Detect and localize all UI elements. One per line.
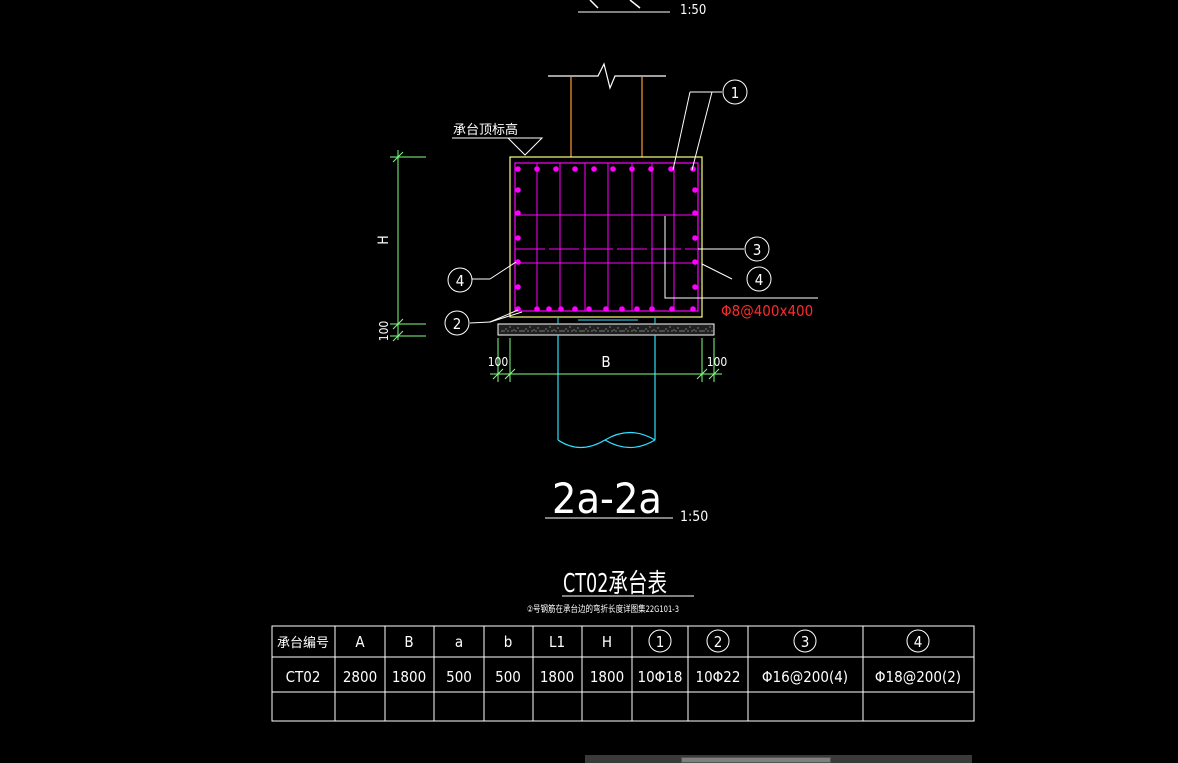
table-header-circle-4 [906,629,930,653]
table-cell: 1800 [590,668,624,686]
table-cell: Φ16@200(4) [762,668,848,686]
callout-3: 3 [744,236,770,262]
callout-2: 2 [444,310,470,336]
table-header-cell: B [404,633,413,651]
table-header-cell: L1 [549,633,565,651]
leader-lines [469,91,818,324]
svg-text:1: 1 [731,84,740,102]
pile-cap-outline [509,156,703,318]
table-title-text: CT02承台表 [563,569,667,599]
table-cell: 1800 [540,668,574,686]
svg-text:4: 4 [456,272,465,290]
break-line [548,62,666,90]
callout-4-right: 4 [746,266,772,292]
callout-1: 1 [722,79,748,105]
table-cell: 500 [495,668,521,686]
table-header-circle-3 [793,629,817,653]
table-cell: Φ18@200(2) [875,668,961,686]
right-offset-label: 100 [707,355,728,369]
pile [557,318,656,449]
horizontal-scrollbar[interactable] [585,755,972,763]
table-header-cell: 承台编号 [277,636,329,651]
table-cell: 10Φ22 [696,668,741,686]
table-header-cell: 3 [801,633,810,651]
table-cell: 2800 [343,668,377,686]
elevation-marker: 承台顶标高 [452,122,544,156]
table-header-circle-1 [648,629,672,653]
width-label: B [601,353,610,371]
table-cell: 10Φ18 [638,668,683,686]
top-section-scale: 1:50 [680,3,706,18]
column [548,62,666,157]
section-title: 2a-2a 1:50 [545,474,708,525]
dimension-height [390,150,426,342]
table-header-cell: H [602,633,612,651]
table-header-circle-2 [706,629,730,653]
section-scale: 1:50 [680,509,708,525]
table-note: ②号钢筋在承台边的弯折长度详图集22G101-3 [527,603,679,615]
height-label: H [376,235,392,244]
table-header-cell: a [455,633,463,651]
left-offset-label: 100 [488,355,509,369]
cushion-label: 100 [377,321,391,342]
dimension-width [490,338,722,382]
top-section-title: 1:50 [578,0,706,18]
svg-text:2: 2 [453,315,462,333]
table-cell: 1800 [392,668,426,686]
table-title: CT02承台表 ②号钢筋在承台边的弯折长度详图集22G101-3 [527,569,694,615]
scrollbar-thumb[interactable] [681,757,831,763]
svg-text:4: 4 [755,271,764,289]
rebar-cage [514,162,699,312]
table-header-cell: 2 [714,633,723,651]
table-header-cell: 1 [656,633,665,651]
table-header-cell: A [355,633,365,651]
table-header-cell: 4 [914,633,923,651]
section-title-text: 2a-2a [552,474,662,523]
stirrup-label: Φ8@400x400 [721,302,813,320]
callout-4-left: 4 [447,267,473,293]
table-cell: 500 [446,668,472,686]
cushion-layer [497,323,715,336]
table-header-cell: b [504,633,513,651]
svg-text:3: 3 [753,241,762,259]
table-cell: CT02 [286,668,321,686]
pile-cap-table [271,625,975,722]
elevation-label: 承台顶标高 [453,122,518,138]
